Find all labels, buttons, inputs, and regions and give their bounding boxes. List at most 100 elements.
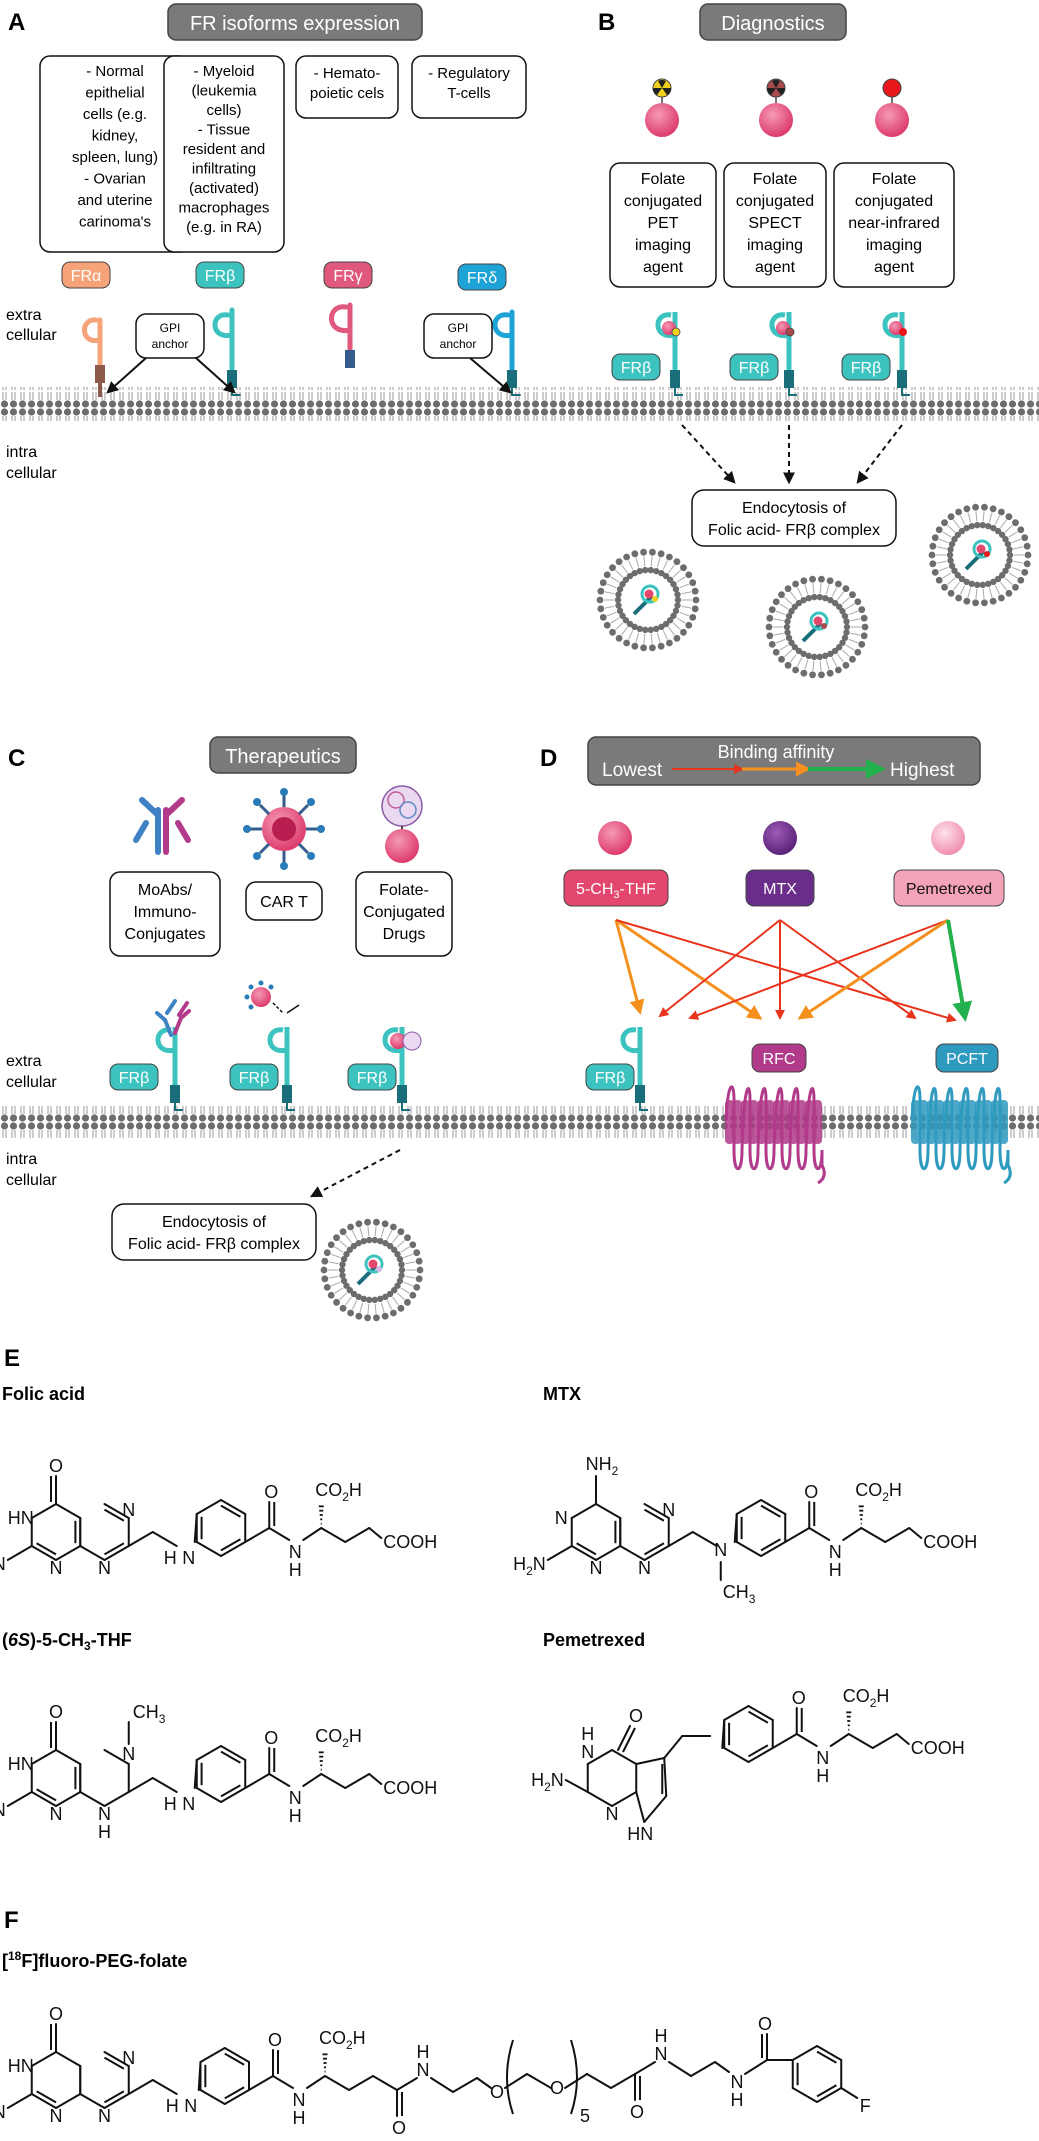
svg-text:Drugs: Drugs <box>383 926 426 943</box>
svg-text:N: N <box>829 1542 842 1562</box>
panel-letter: E <box>4 1345 20 1372</box>
svg-text:COOH: COOH <box>383 1532 437 1552</box>
panel-letter: C <box>8 745 25 772</box>
mtx-title: MTX <box>543 1384 581 1404</box>
intra-cellular-label-a: intra cellular <box>6 444 57 482</box>
folate-drugs-label-box <box>355 871 453 957</box>
gpi-arrow-3 <box>469 357 512 394</box>
peg-folate-structure: OHNNH2NNNNHONHCO2HONHOO5ONHNHOF <box>0 2004 871 2138</box>
svg-text:H: H <box>164 1548 177 1568</box>
svg-text:cellular: cellular <box>6 1074 57 1091</box>
gpi-arrow-2 <box>195 357 236 394</box>
endocytic-vesicle-c <box>320 1218 424 1322</box>
svg-text:cellular: cellular <box>6 465 57 482</box>
svg-text:O: O <box>268 2030 282 2050</box>
svg-text:N: N <box>662 1500 675 1520</box>
endocytosis-box-b <box>691 489 897 547</box>
svg-text:SPECT: SPECT <box>748 215 802 232</box>
svg-text:O: O <box>792 1688 806 1708</box>
frd-label-pill <box>457 263 507 291</box>
svg-text:agent: agent <box>874 259 915 276</box>
svg-text:H: H <box>654 2026 667 2046</box>
svg-text:poietic cels: poietic cels <box>310 85 384 102</box>
svg-text:(e.g. in RA): (e.g. in RA) <box>186 219 262 236</box>
intra-cellular-label-c: intra cellular <box>6 1151 57 1189</box>
frb-pill-b3 <box>841 353 891 381</box>
frb-receptor-a <box>212 307 241 396</box>
pem-pill <box>893 869 1005 907</box>
frb-pill-b1 <box>611 353 661 381</box>
pemetrexed-title: Pemetrexed <box>543 1630 645 1650</box>
svg-text:N: N <box>50 1558 63 1578</box>
vesicle <box>320 1218 424 1322</box>
svg-text:CO2H: CO2H <box>855 1480 902 1504</box>
svg-text:N: N <box>289 1542 302 1562</box>
svg-text:infiltrating: infiltrating <box>192 161 256 178</box>
binding-arrows <box>614 918 973 1023</box>
fra-label-pill <box>61 261 111 289</box>
panel-title: FR isoforms expression <box>190 13 400 35</box>
rfc-transporter <box>724 1085 826 1185</box>
svg-text:Folate: Folate <box>872 171 917 188</box>
svg-text:O: O <box>264 1482 278 1502</box>
svg-text:N: N <box>590 1558 603 1578</box>
svg-text:N: N <box>714 1540 727 1560</box>
svg-text:N: N <box>98 2106 111 2126</box>
svg-text:H2N: H2N <box>0 1554 6 1578</box>
svg-text:H: H <box>289 1806 302 1826</box>
peg-folate-title: [18F]fluoro-PEG-folate <box>2 1949 187 1971</box>
frb-label: FRβ <box>119 1070 150 1087</box>
svg-text:GPI: GPI <box>160 321 181 335</box>
svg-text:imaging: imaging <box>866 237 922 254</box>
svg-text:H: H <box>98 1822 111 1842</box>
svg-text:resident and: resident and <box>183 141 266 158</box>
svg-text:CO2H: CO2H <box>315 1480 362 1504</box>
frb-pill-c1 <box>109 1063 159 1091</box>
svg-text:Folate: Folate <box>641 171 686 188</box>
svg-text:and uterine: and uterine <box>77 192 152 209</box>
svg-text:conjugated: conjugated <box>855 193 933 210</box>
frb-pill-b2 <box>729 353 779 381</box>
svg-text:F: F <box>860 2096 871 2116</box>
pem-ball <box>931 821 965 855</box>
svg-text:N: N <box>638 1558 651 1578</box>
gpi-label-2: GPI anchor <box>440 321 477 351</box>
svg-text:conjugated: conjugated <box>624 193 702 210</box>
svg-text:CO2H: CO2H <box>319 2028 366 2052</box>
svg-text:- Tissue: - Tissue <box>198 122 251 139</box>
svg-text:N: N <box>289 1788 302 1808</box>
svg-text:HN: HN <box>8 1754 34 1774</box>
frg-expression-box <box>295 55 399 119</box>
svg-text:H: H <box>581 1724 594 1744</box>
svg-text:extra: extra <box>6 307 42 324</box>
gpi-label-1: GPI anchor <box>152 321 189 351</box>
svg-text:T-cells: T-cells <box>447 85 490 102</box>
svg-text:- Normal: - Normal <box>86 63 144 80</box>
svg-text:Conjugates: Conjugates <box>125 926 206 943</box>
frb-receptors-c <box>155 980 422 1111</box>
panel-c: C Therapeutics <box>0 736 1039 1322</box>
svg-text:Folate: Folate <box>753 171 798 188</box>
svg-text:N: N <box>416 2060 429 2080</box>
svg-text:O: O <box>49 2004 63 2024</box>
frb-label: FRβ <box>595 1070 626 1087</box>
svg-text:conjugated: conjugated <box>736 193 814 210</box>
svg-text:near-infrared: near-infrared <box>848 215 940 232</box>
panel-title: Diagnostics <box>721 13 824 35</box>
svg-text:MoAbs/: MoAbs/ <box>138 882 193 899</box>
panel-d: D Binding affinity Lowest Highest 5-CH3-… <box>540 736 1012 1185</box>
svg-text:HN: HN <box>8 2056 34 2076</box>
frg-expression-text: - Hemato-poietic cels <box>310 65 384 102</box>
svg-text:O: O <box>629 1706 643 1726</box>
svg-text:HN: HN <box>627 1824 653 1844</box>
svg-text:kidney,: kidney, <box>92 128 138 145</box>
car-t-label: CAR T <box>260 894 308 911</box>
thf-pill <box>563 869 669 907</box>
panel-e: E Folic acid MTX (6S)-5-CH3-THF Pemetrex… <box>0 1345 977 1844</box>
frb-pill-c2 <box>229 1063 279 1091</box>
panel-letter: D <box>540 745 557 772</box>
